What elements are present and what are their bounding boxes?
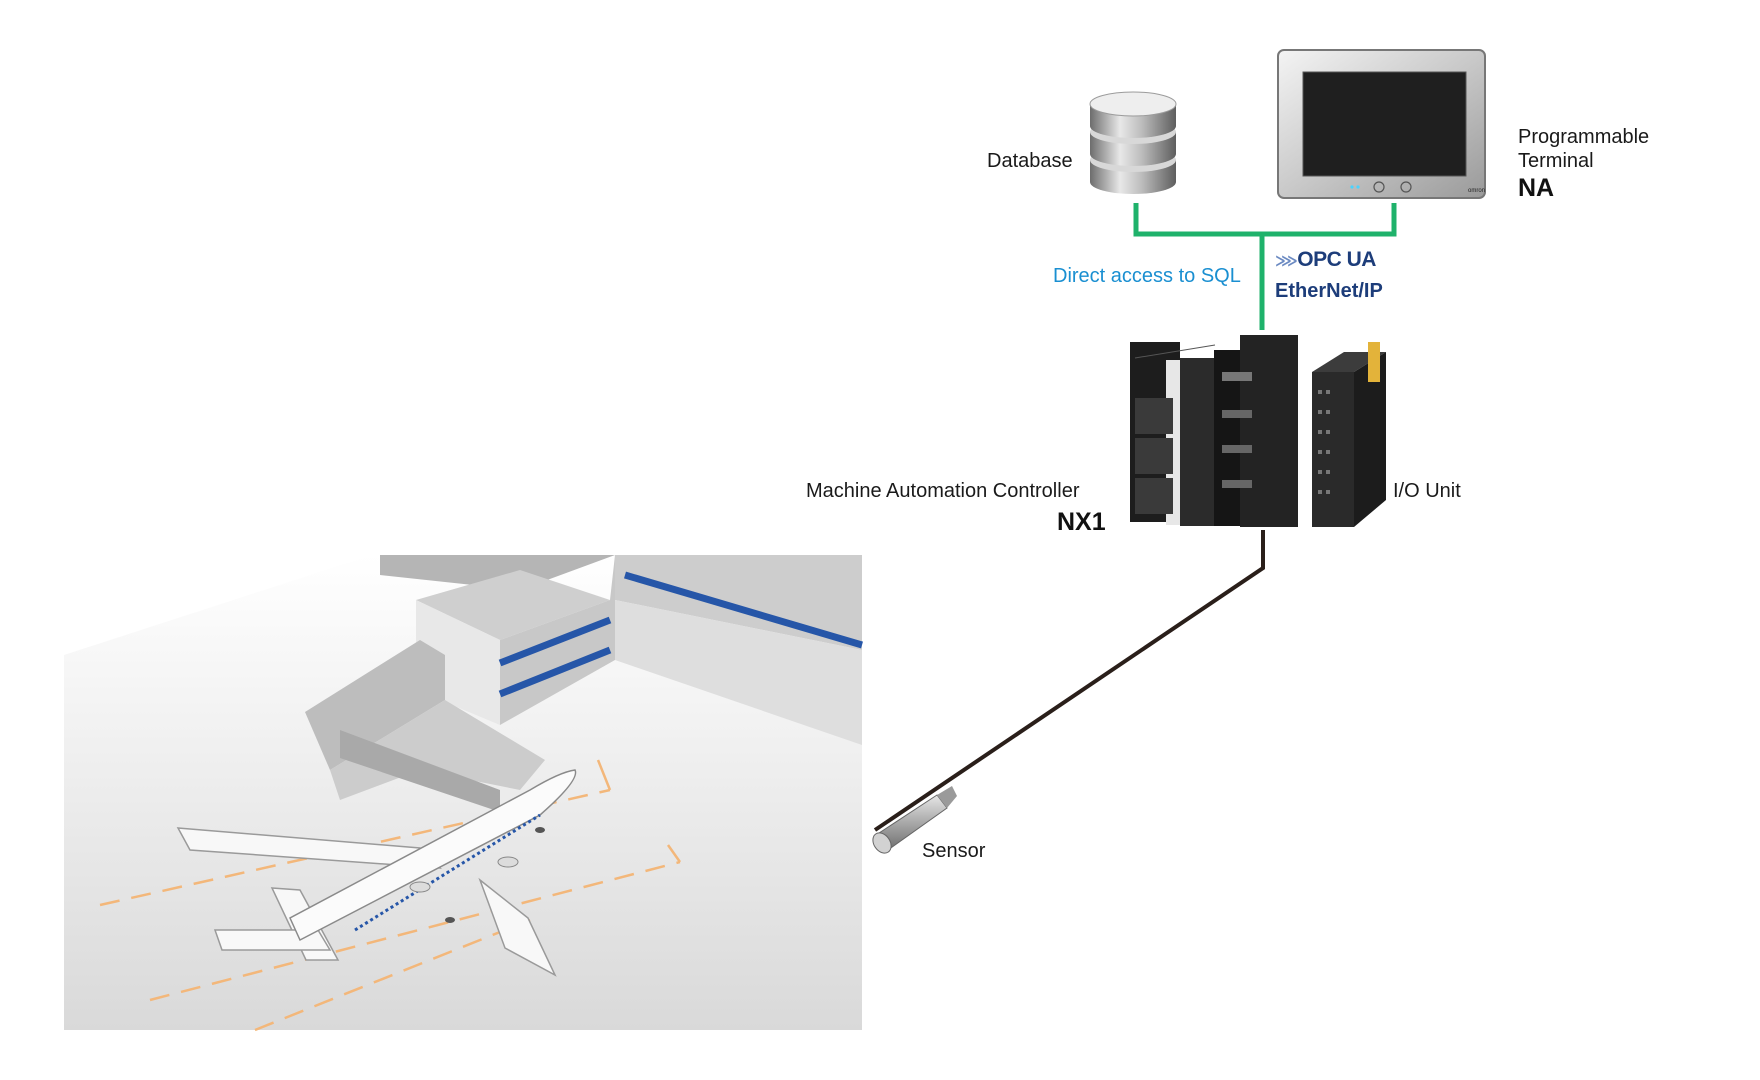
terminal-brand-logo: omron bbox=[1468, 188, 1485, 194]
window-stripe bbox=[498, 646, 612, 698]
opc-ua-logo: ⋙OPC UA bbox=[1275, 248, 1376, 272]
jet-bridge-lower bbox=[330, 700, 545, 800]
terminal-button-icon bbox=[1373, 181, 1385, 193]
terminal-label-line2: Terminal bbox=[1518, 150, 1594, 172]
nx1-controller bbox=[1130, 335, 1298, 527]
terminal-top bbox=[416, 570, 610, 640]
network-lines bbox=[873, 203, 1397, 832]
opc-ua-label: OPC UA bbox=[1297, 248, 1376, 271]
ethernet-ip-logo: EtherNet/IP bbox=[1275, 280, 1383, 302]
sensor-label: Sensor bbox=[922, 840, 986, 862]
controller-label: Machine Automation Controller bbox=[806, 480, 1080, 502]
jet-bridge-side bbox=[340, 730, 500, 812]
sql-access-label: Direct access to SQL bbox=[1053, 265, 1241, 287]
window-stripe bbox=[498, 616, 612, 667]
terminal-button-icon bbox=[1400, 181, 1412, 193]
network-bus-line bbox=[1133, 203, 1397, 237]
airport-illustration bbox=[64, 555, 863, 1032]
terminal-label-line1: Programmable bbox=[1518, 126, 1650, 148]
programmable-terminal: omron bbox=[1277, 49, 1486, 199]
io-unit bbox=[1312, 342, 1386, 527]
database-icon bbox=[1089, 91, 1177, 194]
opc-foundation-mark: ⋙ bbox=[1275, 253, 1298, 270]
window-stripe bbox=[624, 571, 863, 649]
controller-model: NX1 bbox=[1057, 508, 1106, 536]
airplane bbox=[176, 769, 577, 977]
database-label: Database bbox=[987, 150, 1073, 172]
terminal-screen bbox=[1302, 71, 1467, 177]
terminal-model: NA bbox=[1518, 174, 1555, 202]
sensor-icon bbox=[872, 786, 957, 854]
terminal-roof bbox=[380, 555, 615, 590]
io-unit-label: I/O Unit bbox=[1393, 480, 1461, 502]
sensor-cable bbox=[873, 530, 1265, 832]
terminal-wing-face bbox=[615, 600, 862, 745]
